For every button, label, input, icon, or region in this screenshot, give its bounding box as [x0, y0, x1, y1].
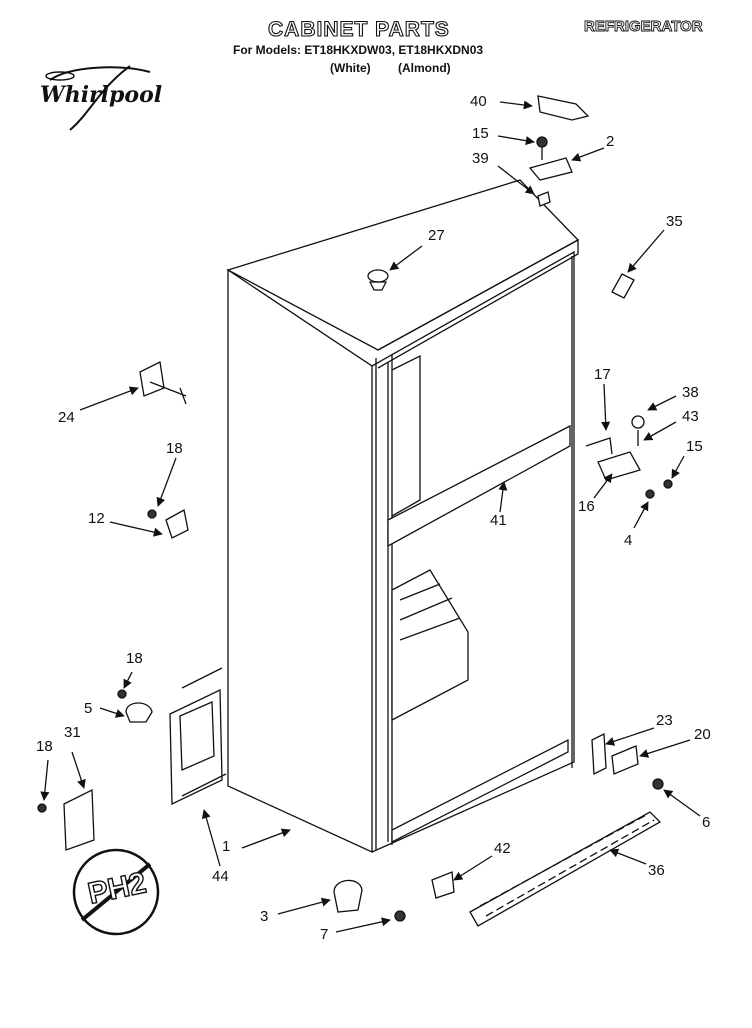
ph2-badge: [72, 848, 160, 936]
callout-40: 40: [470, 93, 487, 110]
callout-6: 6: [702, 814, 711, 831]
callout-7: 7: [320, 926, 329, 943]
callout-5: 5: [84, 700, 93, 717]
brand-logo-text: Whirlpool: [40, 82, 163, 108]
callout-44: 44: [212, 868, 229, 885]
page-title: CABINET PARTS: [267, 17, 450, 41]
callout-2: 2: [606, 133, 615, 150]
callout-1: 1: [222, 838, 231, 855]
callout-27: 27: [428, 227, 445, 244]
callout-39: 39: [472, 150, 489, 167]
callout-36: 36: [648, 862, 665, 879]
callout-20: 20: [694, 726, 711, 743]
appliance-category: REFRIGERATOR: [584, 18, 704, 36]
callout-42: 42: [494, 840, 511, 857]
variant-white: (White): [330, 61, 371, 75]
callout-4: 4: [624, 532, 633, 549]
callout-18-upper: 18: [166, 440, 183, 457]
callout-15-top: 15: [472, 125, 489, 142]
callout-24: 24: [58, 409, 75, 426]
callout-18-lower: 18: [36, 738, 53, 755]
evaporator-cover: [391, 569, 469, 722]
models-line: For Models: ET18HKXDW03, ET18HKXDN03: [233, 43, 484, 57]
callout-15-mid: 15: [686, 438, 703, 455]
callout-23: 23: [656, 712, 673, 729]
variant-almond: (Almond): [398, 61, 451, 75]
callout-12: 12: [88, 510, 105, 527]
callout-38: 38: [682, 384, 699, 401]
divider-mullion: [387, 424, 571, 548]
callout-31: 31: [64, 724, 81, 741]
callout-16: 16: [578, 498, 595, 515]
whirlpool-logo-swirl: [45, 65, 151, 131]
cabinet-shell: [226, 179, 580, 854]
callout-41: 41: [490, 512, 507, 529]
callout-17: 17: [594, 366, 611, 383]
callout-43: 43: [682, 408, 699, 425]
callout-35: 35: [666, 213, 683, 230]
callout-3: 3: [260, 908, 269, 925]
callout-18-mid: 18: [126, 650, 143, 667]
